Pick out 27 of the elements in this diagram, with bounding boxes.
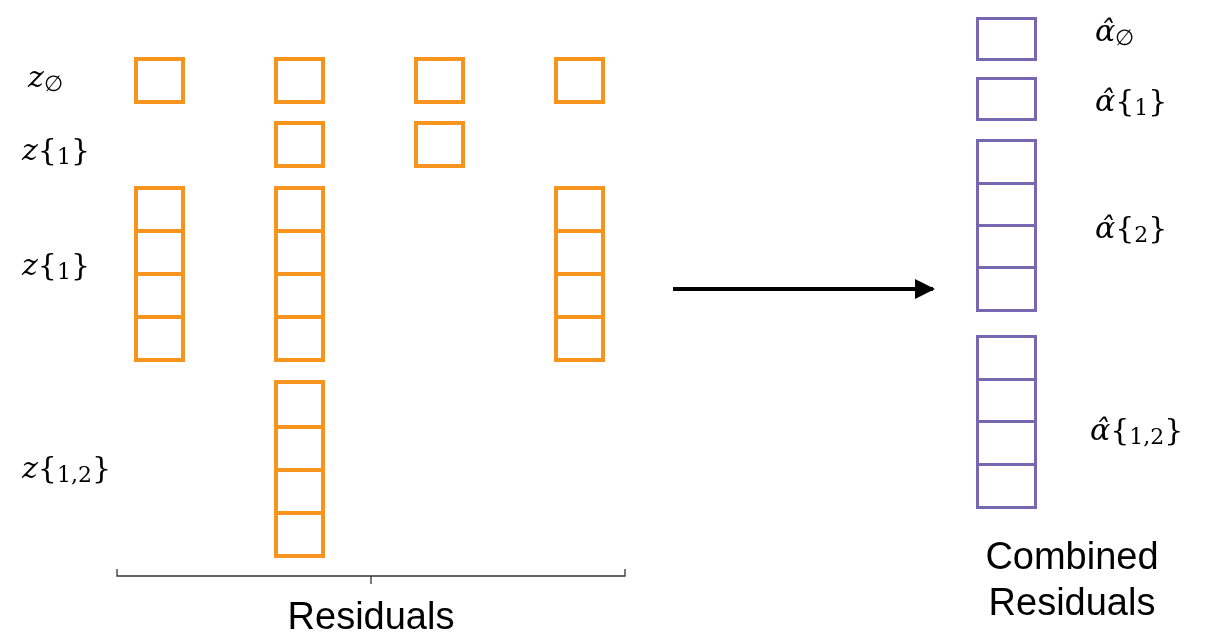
cell-box xyxy=(554,57,605,104)
cell-box xyxy=(976,182,1037,227)
cell-box xyxy=(976,17,1037,61)
cell-box xyxy=(976,463,1037,509)
cell-box xyxy=(274,57,325,104)
group-caption: Residuals xyxy=(287,594,455,639)
cell-box xyxy=(976,420,1037,466)
cell-box xyxy=(414,57,465,104)
cell-box xyxy=(976,77,1037,121)
math-label: α̂$_{∅}$ xyxy=(1095,16,1135,49)
arrow xyxy=(673,279,935,299)
math-label: z{$_{1}$} xyxy=(22,135,90,168)
cell-box xyxy=(976,139,1037,185)
math-label: α̂{$_{2}$} xyxy=(1095,213,1168,246)
math-label: z{$_{1}$} xyxy=(22,250,90,283)
group-caption: Combined Residuals xyxy=(984,534,1160,625)
math-label: z{$_{1,2}$} xyxy=(22,453,111,486)
math-label: α̂{$_{1,2}$} xyxy=(1090,415,1184,448)
cell-box xyxy=(976,224,1037,269)
cell-box xyxy=(414,121,465,168)
cell-box xyxy=(976,266,1037,312)
math-label: α̂{$_{1}$} xyxy=(1095,86,1168,119)
math-label: z$_{∅}$ xyxy=(28,62,63,95)
cell-box xyxy=(134,57,185,104)
cell-box xyxy=(976,335,1037,381)
cell-box xyxy=(274,121,325,168)
cell-box xyxy=(976,378,1037,423)
